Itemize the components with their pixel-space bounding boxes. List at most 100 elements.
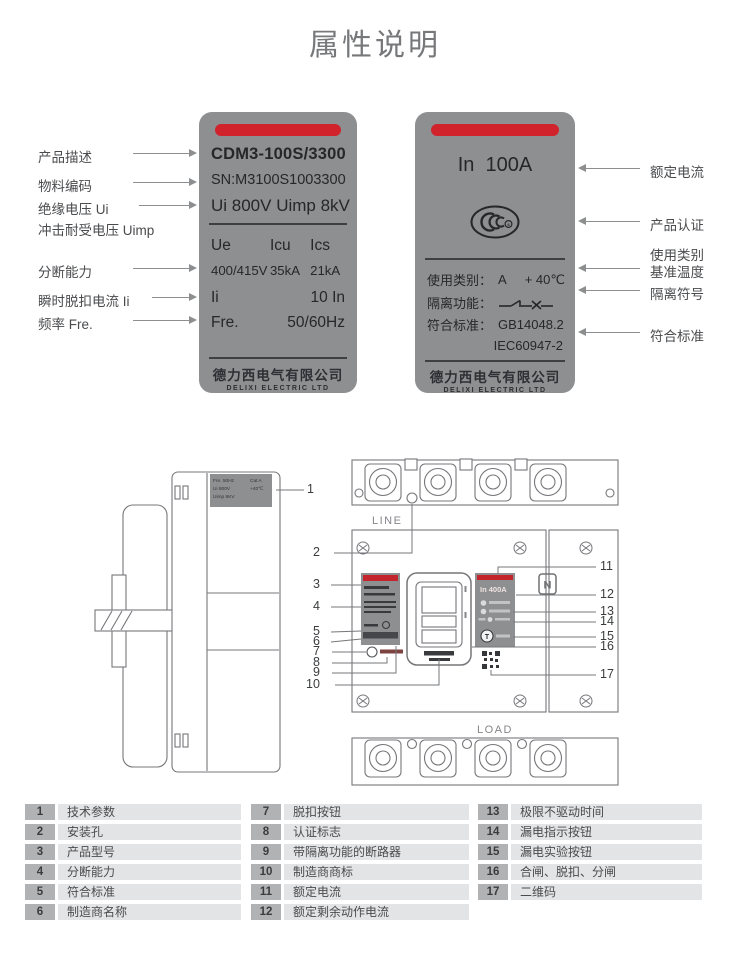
usage-label: 使用类别：: [427, 273, 493, 288]
svg-text:Fre. 50Hz: Fre. 50Hz: [213, 478, 235, 484]
part-label: 符合标准: [58, 884, 241, 900]
part-number: 4: [25, 864, 55, 880]
front-rating-label: In 400A T: [475, 573, 515, 647]
load-text: LOAD: [477, 724, 513, 736]
standard-value-2: IEC60947-2: [493, 338, 563, 353]
part-number: 8: [251, 824, 281, 840]
company-name-en: DELIXI ELECTRIC LTD: [443, 387, 547, 394]
red-stripe: [215, 124, 341, 136]
screw-icon: [356, 541, 593, 708]
part-label: 漏电实验按钮: [511, 844, 702, 860]
part-label: 产品型号: [58, 844, 241, 860]
temperature-value: + 40℃: [524, 271, 565, 287]
side-tech-label: Fre. 50Hz Cat A Ui 800V +40℃ Uimp 8KV: [210, 474, 272, 507]
caption-frequency: 频率 Fre.: [38, 317, 93, 332]
nameplate-spec: CDM3-100S/3300 SN:M3100S1003300 Ui 800V …: [199, 112, 357, 393]
divider: [209, 357, 347, 359]
ccc-certification-icon: s: [415, 204, 575, 245]
breaker-front-view: LINE: [351, 458, 619, 786]
part-number: 16: [478, 864, 508, 880]
isolation-row: 隔离功能：: [427, 293, 563, 312]
plate-serial: SN:M3100S1003300: [211, 172, 346, 188]
red-stripe: [431, 124, 559, 136]
standard-label: 符合标准：: [427, 318, 493, 333]
caption-breaking-capacity: 分断能力: [38, 265, 92, 280]
callout-number: 8: [313, 655, 320, 669]
leakage-indicator-button: [480, 600, 487, 606]
qr-code-icon: [482, 651, 500, 669]
line-terminals: [354, 458, 615, 504]
callout-number: 10: [306, 677, 320, 691]
line-text: LINE: [372, 515, 402, 527]
svg-text:+40℃: +40℃: [250, 486, 264, 492]
fre-value: 50/60Hz: [287, 314, 345, 331]
spec-header-row: Ue Icu Ics: [211, 237, 345, 255]
spec-value-row: 400/415V 35kA 21kA: [211, 263, 345, 278]
part-label: 分断能力: [58, 864, 241, 880]
part-number: 1: [25, 804, 55, 820]
caption-material-code: 物料编码: [38, 179, 92, 194]
front-spec-label: [361, 573, 400, 645]
certification-mark-icon: [381, 620, 391, 630]
part-number: 2: [25, 824, 55, 840]
manufacturer-name-bar: [363, 632, 398, 639]
part-number: 6: [25, 904, 55, 920]
part-label: 制造商名称: [58, 904, 241, 920]
usage-category-row: 使用类别： A + 40℃: [427, 270, 565, 289]
plate-model: CDM3-100S/3300: [211, 145, 346, 163]
mounting-hole: [406, 492, 418, 504]
part-number: 7: [251, 804, 281, 820]
val-ics: 21kA: [310, 263, 341, 278]
col-ics: Ics: [310, 237, 330, 254]
part-label: 漏电指示按钮: [511, 824, 702, 840]
callout-lines: [276, 489, 596, 686]
caption-instant-trip-current: 瞬时脱扣电流 Ii: [38, 294, 130, 309]
arrow-right-icon: [133, 149, 197, 157]
callout-number: 2: [313, 545, 320, 559]
callout-number: 6: [313, 634, 320, 648]
part-label: 脱扣按钮: [284, 804, 469, 820]
arrow-right-icon: [139, 201, 197, 209]
caption-reference-temperature: 基准温度: [650, 265, 704, 280]
caption-isolation-symbol: 隔离符号: [650, 287, 704, 302]
arrow-left-icon: [578, 264, 640, 272]
arrow-right-icon: [133, 264, 197, 272]
manufacturer-logo: 德力西电气有限公司 DELIXI ELECTRIC LTD: [415, 366, 575, 394]
part-label: 认证标志: [284, 824, 469, 840]
part-number: 5: [25, 884, 55, 900]
callout-number: 17: [600, 667, 614, 681]
nameplate-rating: In 100A s 使用类别： A + 40℃ 隔离功能：: [415, 112, 575, 394]
part-label: 额定电流: [284, 884, 469, 900]
part-number: 9: [251, 844, 281, 860]
page-title: 属性说明: [309, 29, 441, 62]
arrow-right-icon: [152, 293, 197, 301]
callout-number: 1: [307, 482, 314, 496]
spec-fre-row: Fre. 50/60Hz: [211, 314, 345, 332]
toggle-handle: [406, 572, 472, 666]
callout-number: 11: [600, 559, 613, 573]
col-icu: Icu: [269, 237, 291, 254]
callout-number: 4: [313, 599, 320, 613]
arrow-right-icon: [133, 316, 197, 324]
callout-number: 13: [600, 604, 614, 618]
fre-label: Fre.: [211, 314, 239, 331]
spec-ii-row: Ii 10 In: [211, 289, 345, 307]
callout-number: 16: [600, 639, 614, 653]
part-label: 额定剩余动作电流: [284, 904, 469, 920]
leakage-test-button: [480, 629, 494, 643]
arrow-left-icon: [578, 164, 640, 172]
part-number: 11: [251, 884, 281, 900]
